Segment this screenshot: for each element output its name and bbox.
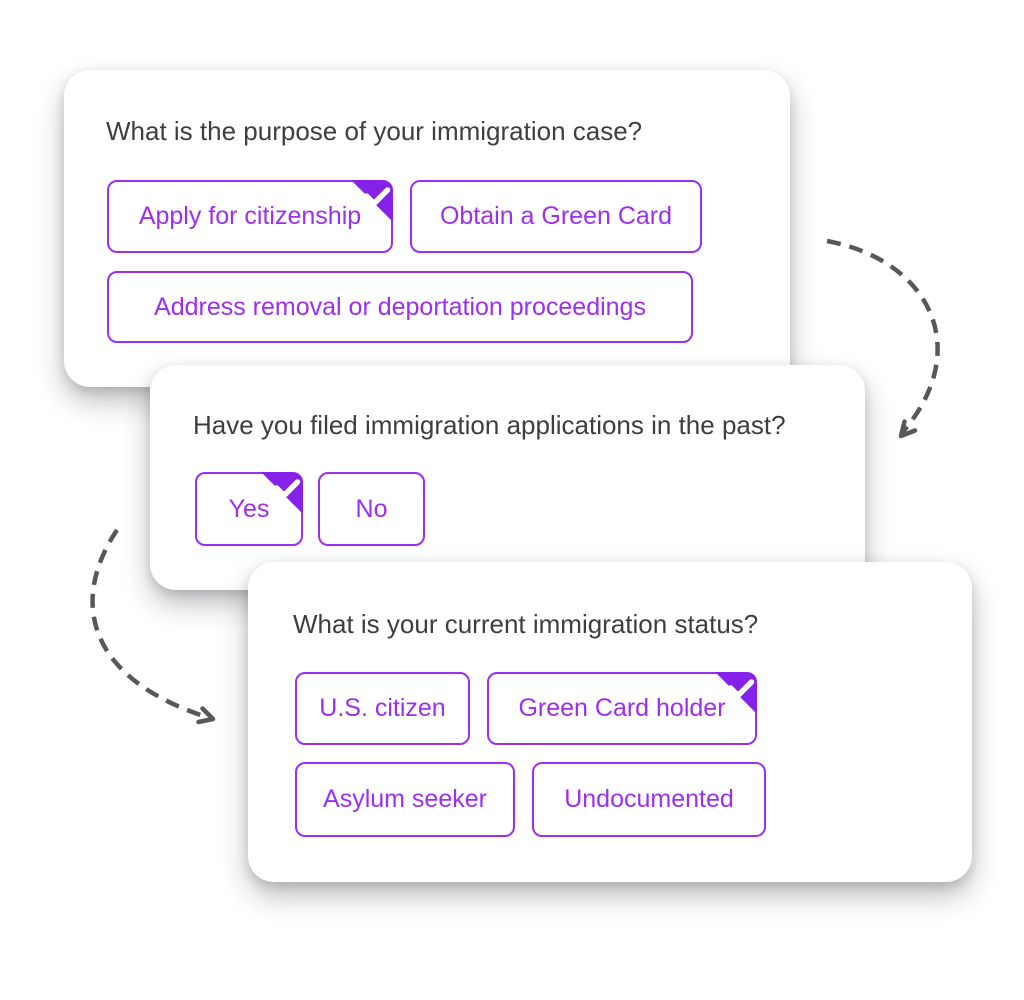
question-card-past-applications: Have you filed immigration applications …: [150, 365, 865, 590]
option-button-green-card-holder[interactable]: Green Card holder: [487, 672, 757, 745]
option-button-obtain-green-card[interactable]: Obtain a Green Card: [410, 180, 702, 253]
option-label: Address removal or deportation proceedin…: [154, 292, 646, 321]
dashed-arrow-down-icon: [826, 238, 940, 439]
option-label: U.S. citizen: [319, 694, 446, 722]
question-text: Have you filed immigration applications …: [193, 410, 786, 440]
option-label: Asylum seeker: [323, 785, 487, 813]
option-button-us-citizen[interactable]: U.S. citizen: [295, 672, 470, 745]
option-button-no[interactable]: No: [318, 472, 425, 546]
option-button-yes[interactable]: Yes: [195, 472, 303, 546]
question-card-current-status: What is your current immigration status?…: [248, 562, 972, 882]
option-button-asylum-seeker[interactable]: Asylum seeker: [295, 762, 515, 837]
option-label: Green Card holder: [518, 694, 726, 722]
question-text: What is your current immigration status?: [293, 609, 759, 639]
option-label: Undocumented: [564, 785, 734, 813]
option-label: No: [355, 494, 388, 523]
option-button-address-removal[interactable]: Address removal or deportation proceedin…: [107, 271, 693, 343]
option-label: Obtain a Green Card: [439, 202, 673, 230]
option-button-apply-for-citizenship[interactable]: Apply for citizenship: [107, 180, 393, 253]
question-card-purpose: What is the purpose of your immigration …: [64, 70, 790, 387]
option-button-undocumented[interactable]: Undocumented: [532, 762, 766, 837]
option-label: Apply for citizenship: [138, 202, 362, 230]
option-label: Yes: [228, 494, 270, 523]
dashed-arrow-right-icon: [90, 528, 216, 725]
question-text: What is the purpose of your immigration …: [106, 116, 643, 146]
